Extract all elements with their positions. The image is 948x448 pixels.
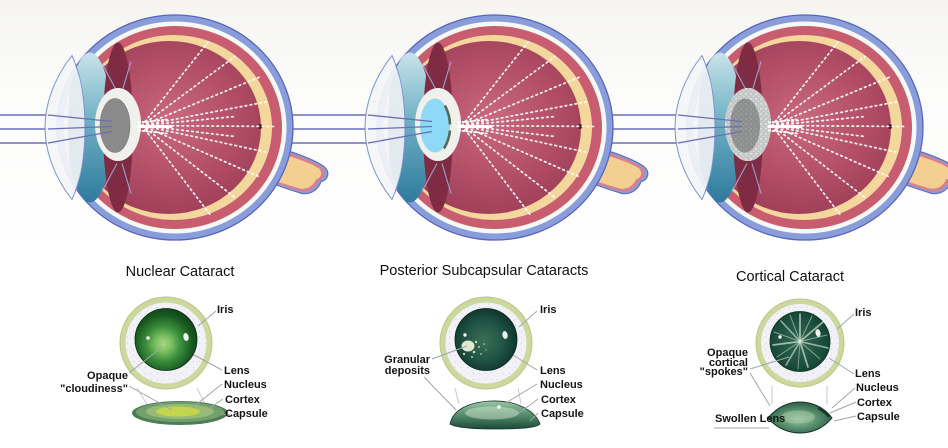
label-lens: Lens <box>224 365 250 377</box>
posterior-deposits <box>442 104 452 150</box>
eye-nuclear-cataract <box>44 14 329 241</box>
label-capsule: Capsule <box>541 408 584 420</box>
label-lens: Lens <box>540 365 566 377</box>
panel-cortical-cataract: Cortical Cataract Opaque cortical "spoke… <box>632 258 948 448</box>
lens-front-view <box>755 298 845 388</box>
leader-lines <box>423 310 539 422</box>
lens-side-view <box>132 401 228 425</box>
lens-side-view <box>449 400 541 430</box>
cortical-lens-diagram <box>714 298 857 434</box>
panel-title: Nuclear Cataract <box>125 264 235 280</box>
panel-nuclear-cataract: Nuclear Cataract Opaque "cloudiness" Iri… <box>0 258 316 448</box>
label-nucleus: Nucleus <box>224 379 267 391</box>
clear-lens <box>420 98 450 153</box>
leader-lines <box>714 313 857 429</box>
projection-lines <box>454 387 522 405</box>
panel-title: Cortical Cataract <box>736 269 844 285</box>
label-cortex: Cortex <box>225 394 260 406</box>
eye-posterior-subcapsular <box>364 14 649 241</box>
label-iris: Iris <box>217 304 234 316</box>
leader-lines <box>128 310 231 416</box>
annotation-opaque-spokes: Opaque cortical "spokes" <box>699 347 748 379</box>
nuclear-lens-diagram <box>119 296 231 425</box>
cortical-opacity <box>725 88 771 161</box>
label-lens: Lens <box>855 368 881 380</box>
nuclear-opacity <box>99 98 131 153</box>
eye-cross-sections-svg <box>0 14 948 241</box>
eye-cross-section-band <box>0 0 948 256</box>
label-capsule: Capsule <box>225 408 268 420</box>
lens-side-view <box>767 401 833 434</box>
label-nucleus: Nucleus <box>856 382 899 394</box>
projection-lines <box>771 386 828 404</box>
psc-lens-diagram <box>423 296 541 430</box>
cortical-spokes <box>772 313 829 370</box>
label-iris: Iris <box>540 304 557 316</box>
granular-deposits-cluster <box>461 340 487 358</box>
panel-posterior-subcapsular: Posterior Subcapsular Cataracts Granular… <box>316 258 632 448</box>
label-nucleus: Nucleus <box>540 379 583 391</box>
lens-front-view <box>119 296 213 390</box>
eye-cortical-cataract <box>674 14 948 241</box>
panel-title: Posterior Subcapsular Cataracts <box>379 263 589 279</box>
label-cortex: Cortex <box>541 394 576 406</box>
label-iris: Iris <box>855 307 872 319</box>
annotation-granular-deposits: Granular deposits <box>384 354 430 377</box>
annotation-opaque-cloudiness: Opaque "cloudiness" <box>60 370 128 395</box>
label-cortex: Cortex <box>857 397 892 409</box>
label-capsule: Capsule <box>857 411 900 423</box>
lens-front-view <box>439 296 533 390</box>
label-swollen-lens: Swollen Lens <box>715 413 786 425</box>
